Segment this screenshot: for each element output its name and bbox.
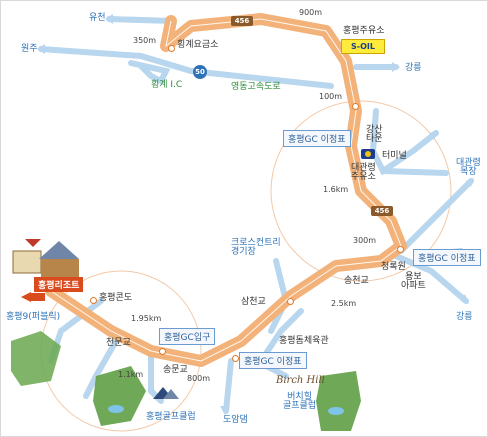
soil-logo: S-OIL bbox=[341, 39, 385, 54]
place-gangneung-bottom: 강릉 bbox=[456, 312, 473, 322]
place-daegwallyeong-ranch: 대관령 목장 bbox=[456, 158, 481, 178]
place-songcheon-bridge: 송천교 bbox=[344, 276, 369, 286]
pond bbox=[328, 407, 344, 415]
distance-label: 2.5km bbox=[331, 299, 357, 308]
location-dot bbox=[287, 298, 294, 305]
golf-club-logo-icon bbox=[153, 387, 179, 399]
location-dot bbox=[90, 297, 97, 304]
place-birch-hill-club: 버치힐 골프클럽 bbox=[283, 392, 317, 412]
distance-label: 1.6km bbox=[323, 185, 349, 194]
place-terminal: 터미널 bbox=[382, 151, 407, 161]
gc-sign-bottom: 홍평GC 이정표 bbox=[239, 352, 307, 369]
place-pyeongchang9: 홍평9(퍼블릭) bbox=[6, 312, 61, 322]
location-dot bbox=[232, 355, 239, 362]
birch-hill-logo: Birch Hill bbox=[276, 375, 325, 386]
hill-area bbox=[11, 331, 61, 386]
place-wonju: 원주 bbox=[21, 44, 38, 54]
pond bbox=[108, 405, 124, 413]
place-hongpyeong-gas: 홍평주유소 bbox=[343, 26, 385, 36]
place-hoenggye-ic: 횡계 I.C bbox=[151, 80, 183, 90]
place-songmun-bridge: 송문교 bbox=[163, 365, 188, 375]
place-gangsan-town: 강산 타운 bbox=[366, 125, 383, 145]
route-centerline bbox=[50, 18, 402, 362]
location-dot bbox=[159, 348, 166, 355]
place-samcheon-bridge: 삼천교 bbox=[241, 297, 266, 307]
golf-course-area bbox=[316, 371, 361, 431]
place-doam-dam: 도암댐 bbox=[223, 415, 248, 425]
resort-direction-arrow-tail bbox=[31, 293, 45, 301]
direction-arrows bbox=[37, 14, 474, 415]
route-50-icon: 50 bbox=[193, 65, 207, 79]
location-dot bbox=[397, 246, 404, 253]
place-daegwallyeong-gas: 대관령 주유소 bbox=[351, 163, 376, 183]
gc-entrance-sign: 홍평GC입구 bbox=[159, 328, 216, 345]
place-yeongdong-expressway: 영동고속도로 bbox=[231, 82, 281, 92]
resort-direction-arrow bbox=[21, 292, 31, 302]
gas-station-icon bbox=[361, 149, 375, 159]
main-route bbox=[45, 13, 407, 367]
distance-label: 800m bbox=[187, 374, 211, 383]
resort-label[interactable]: 홍평리조트 bbox=[34, 277, 84, 292]
distance-label: 100m bbox=[319, 92, 343, 101]
location-dot bbox=[168, 45, 175, 52]
place-cheonmun-bridge: 천문교 bbox=[106, 338, 131, 348]
distance-circle bbox=[270, 100, 452, 282]
location-dot bbox=[352, 103, 359, 110]
golf-course-area bbox=[93, 366, 146, 426]
place-yongbo-apt: 용보 아파트 bbox=[401, 272, 426, 292]
route-456-badge: 456 bbox=[231, 16, 253, 26]
distance-label: 350m bbox=[133, 36, 157, 45]
resort-building-icon bbox=[12, 239, 79, 277]
place-yucheon: 유천 bbox=[89, 13, 106, 23]
distance-label: 1.95km bbox=[131, 314, 162, 323]
route-456-badge: 456 bbox=[371, 206, 393, 216]
place-golf-club: 홍평골프클럽 bbox=[146, 412, 196, 422]
place-cross-country: 크로스컨트리 경기장 bbox=[231, 238, 281, 258]
place-dome-gym: 홍평돔체육관 bbox=[279, 336, 329, 346]
place-condo: 홍평콘도 bbox=[99, 293, 133, 303]
place-hoenggye-toll: 횡계요금소 bbox=[177, 40, 219, 50]
distance-label: 900m bbox=[299, 8, 323, 17]
distance-label: 300m bbox=[353, 236, 377, 245]
gc-sign-top: 홍평GC 이정표 bbox=[283, 130, 351, 147]
distance-label: 1.1km bbox=[118, 370, 144, 379]
place-gangneung-top: 강릉 bbox=[405, 63, 422, 73]
place-cheongsuwon: 청록원 bbox=[381, 262, 406, 272]
gc-sign-right: 홍평GC 이정표 bbox=[413, 249, 481, 266]
